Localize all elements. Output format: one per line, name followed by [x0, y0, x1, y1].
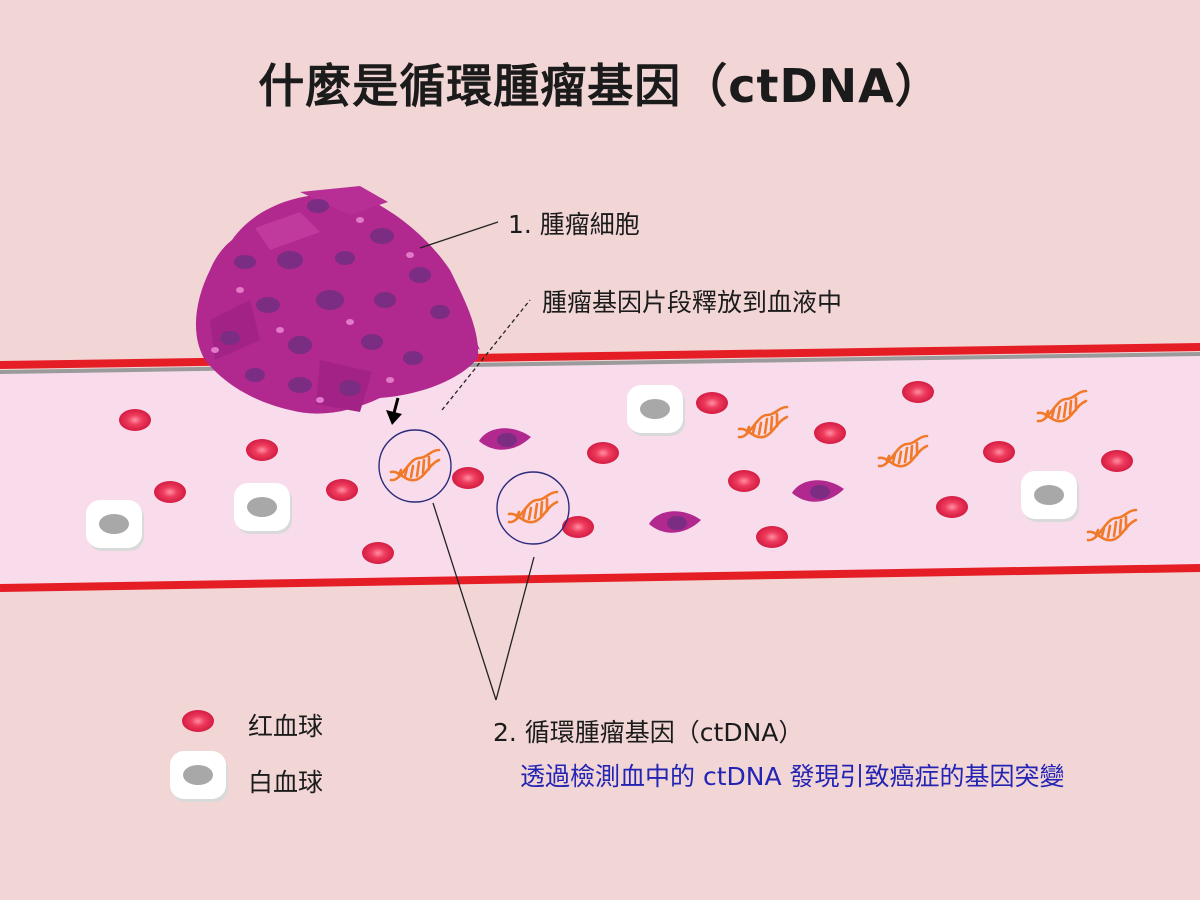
down-arrow-icon: [386, 397, 402, 425]
label-ctdna: 2. 循環腫瘤基因（ctDNA）: [493, 718, 804, 747]
tumor-cell-cluster: [195, 186, 480, 414]
release-leader-line: [441, 299, 531, 411]
diagram-title: 什麼是循環腫瘤基因（ctDNA）: [258, 59, 942, 113]
vessel-bottom-wall: [0, 564, 1200, 592]
legend-rbc-icon: [182, 710, 214, 732]
legend-label-rbc: 红血球: [248, 712, 324, 741]
vessel-lumen: [0, 352, 1200, 588]
vessel-top-wall: [0, 343, 1200, 369]
label-tumor-cells: 1. 腫瘤細胞: [508, 210, 640, 239]
legend-label-wbc: 白血球: [248, 768, 324, 797]
ctdna-leader-lines: [432, 502, 535, 701]
ctdna-highlight-circles: [378, 429, 570, 545]
vessel-top-inner-shadow: [0, 352, 1200, 374]
legend-wbc-icon: [170, 751, 228, 802]
tumor-leader-line: [419, 221, 499, 249]
label-release: 腫瘤基因片段釋放到血液中: [542, 288, 843, 317]
label-description: 透過檢測血中的 ctDNA 發現引致癌症的基因突變: [520, 762, 1065, 791]
